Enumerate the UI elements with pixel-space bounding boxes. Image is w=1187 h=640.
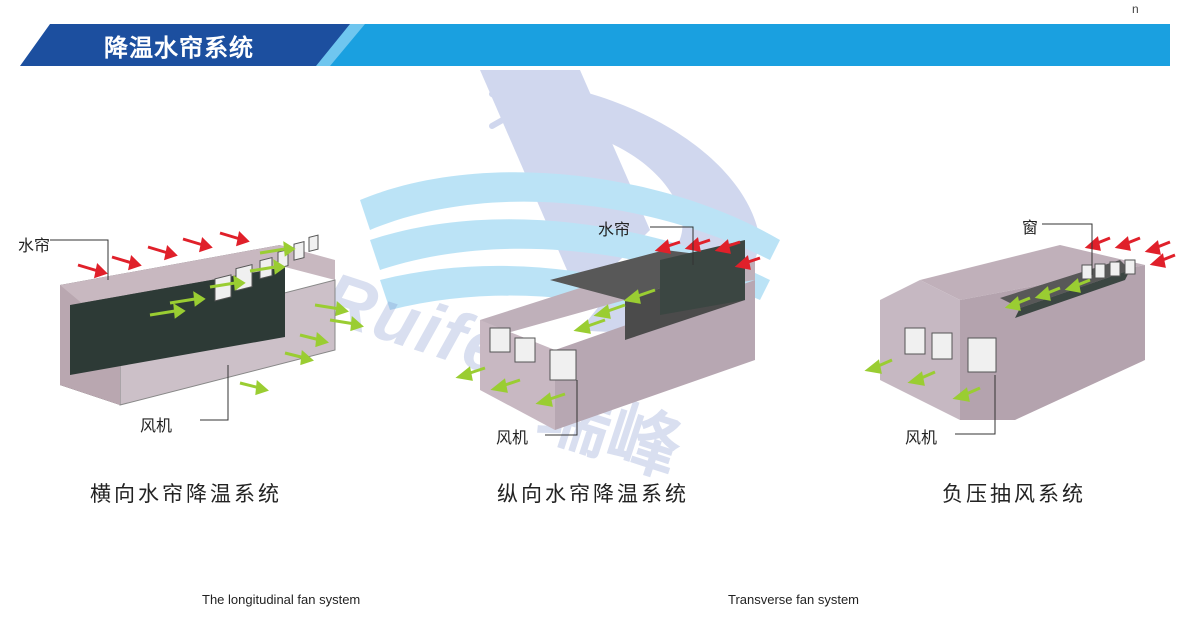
- caption-longitudinal-en: Transverse fan system: [728, 592, 860, 607]
- callout-fan-3: 风机: [905, 428, 938, 447]
- caption-longitudinal-cn: 纵向水帘降温系统: [497, 482, 689, 506]
- caption-horizontal-cn: 横向水帘降温系统: [90, 482, 282, 506]
- callout-fan-2: 风机: [496, 428, 529, 447]
- diagram-horizontal-curtain: [50, 230, 364, 421]
- callout-fan-1: 风机: [140, 416, 173, 435]
- callout-window-3: 窗: [1022, 218, 1039, 237]
- page-title: 降温水帘系统: [104, 34, 254, 62]
- callout-curtain-2: 水帘: [598, 220, 631, 239]
- diagram-longitudinal-curtain: [455, 226, 761, 436]
- diagram-negative-pressure: [864, 223, 1176, 435]
- header-banner: [20, 24, 1170, 66]
- caption-negative-pressure-cn: 负压抽风系统: [942, 482, 1086, 506]
- corner-mark: n: [1132, 2, 1139, 16]
- callout-curtain-1: 水帘: [18, 236, 51, 255]
- caption-horizontal-en: The longitudinal fan system: [202, 592, 361, 607]
